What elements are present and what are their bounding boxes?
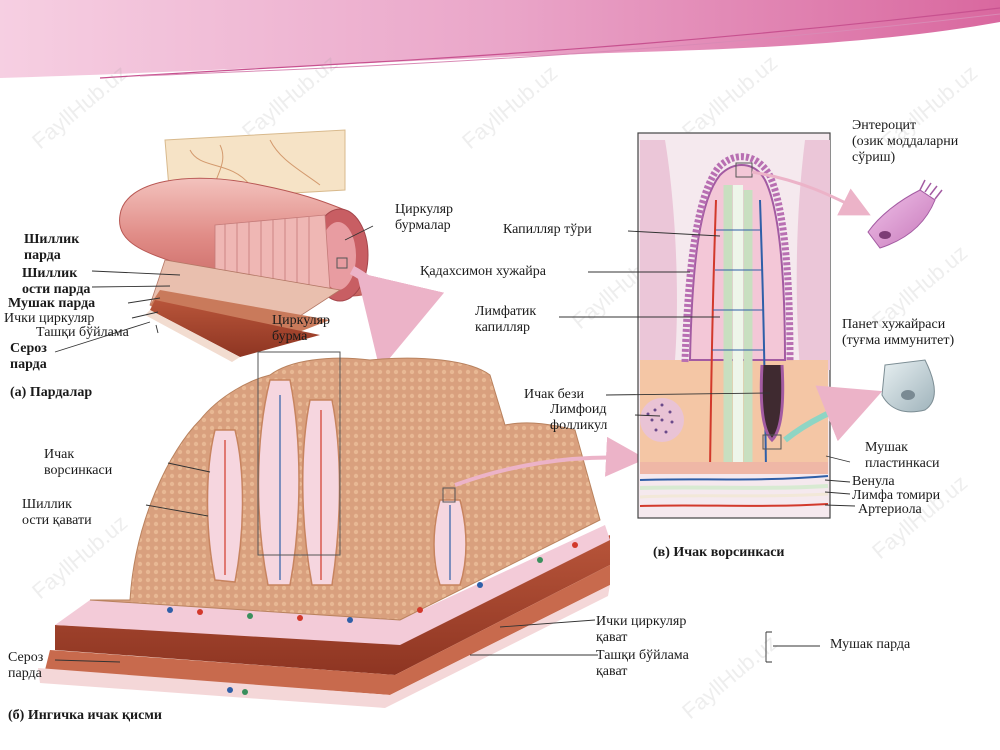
label-mucosa: Шиллик парда	[24, 232, 80, 263]
enterocyte-cell-illustration	[751, 170, 943, 249]
label-serosa-b: Сероз парда	[8, 650, 44, 681]
label-venule: Венула	[852, 474, 895, 489]
label-lymphoid-follicle: Лимфоид фолликул	[550, 402, 608, 433]
label-villus: Ичак ворсинкаси	[44, 447, 113, 478]
label-muscularis-mucosae: Мушак пластинкаси	[865, 440, 940, 471]
label-outer-longitudinal-layer: Ташқи бўйлама қават	[596, 648, 689, 679]
label-arteriole: Артериола	[858, 502, 922, 517]
svg-text:FayllHub.uz: FayllHub.uz	[457, 60, 562, 154]
label-submucosa-layer: Шиллик ости қавати	[22, 497, 92, 528]
panel-b-tissue-block	[38, 351, 610, 708]
label-circular-fold: Циркуляр бурма	[272, 313, 331, 344]
label-submucosa: Шиллик ости парда	[22, 266, 91, 297]
panel-link-arrow-bc	[454, 436, 646, 487]
label-lymph-capillary: Лимфатик капилляр	[475, 304, 537, 335]
label-goblet-cell: Қадахсимон хужайра	[420, 264, 546, 279]
caption-panel-b: (б) Ингичка ичак қисми	[8, 708, 162, 723]
label-circular-folds: Циркуляр бурмалар	[395, 202, 454, 233]
paneth-cell-illustration	[783, 359, 935, 443]
label-muscular-layer: Мушак парда	[8, 296, 96, 311]
top-banner	[0, 0, 1000, 79]
label-serosa-a: Сероз парда	[10, 341, 47, 372]
panel-c-villus-detail	[637, 132, 831, 519]
panel-link-arrow-ab	[349, 266, 445, 371]
label-outer-longitudinal: Ташқи бўйлама	[36, 325, 129, 340]
caption-panel-c: (в) Ичак ворсинкаси	[653, 545, 785, 560]
panel-a-tube-illustration	[119, 129, 369, 362]
label-inner-circular: Ички циркуляр	[4, 311, 95, 326]
label-enterocyte: Энтероцит (озик моддаларни сўриш)	[852, 118, 959, 165]
leader-lines	[54, 225, 856, 663]
label-inner-circular-layer: Ички циркуляр қават	[596, 614, 687, 645]
label-muscular-bracket: Мушак парда	[830, 637, 911, 652]
label-paneth-cell: Панет хужайраси (туғма иммунитет)	[842, 317, 955, 348]
label-capillary-network: Капилляр тўри	[503, 222, 592, 237]
label-intestinal-gland: Ичак бези	[524, 387, 585, 402]
label-lymph-vessel: Лимфа томири	[852, 488, 941, 503]
caption-panel-a: (а) Пардалар	[10, 385, 93, 400]
svg-text:FayllHub.uz: FayllHub.uz	[677, 50, 782, 144]
